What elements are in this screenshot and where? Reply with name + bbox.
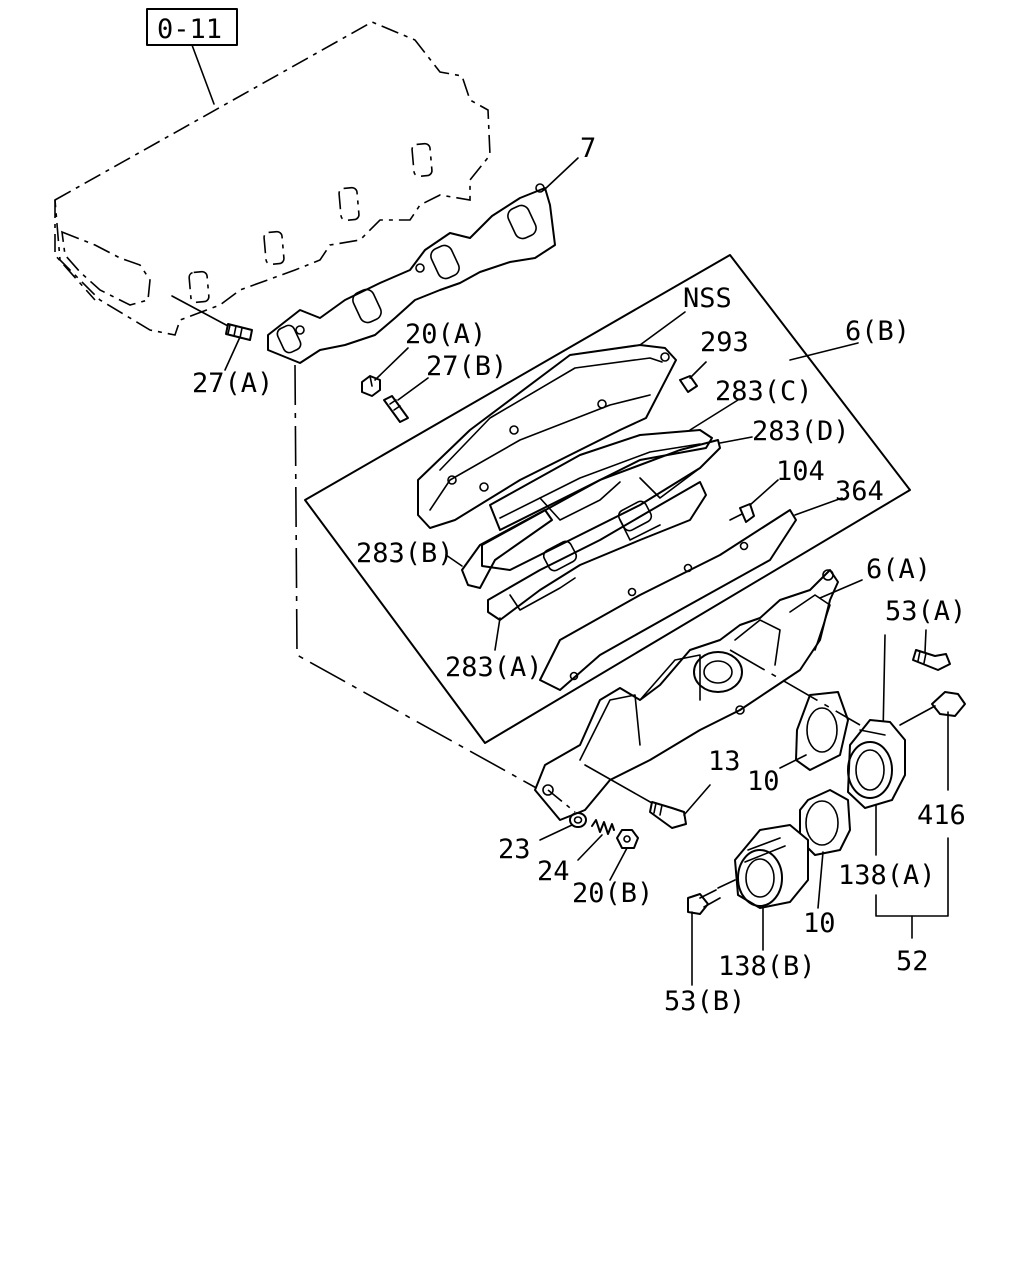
leader-364 — [794, 497, 843, 516]
heat-shield-upper-nss[interactable] — [417, 344, 677, 529]
exhaust-manifold-6a[interactable] — [534, 569, 839, 821]
label-283a: 283(A) — [445, 652, 543, 683]
leader-0-11 — [191, 44, 215, 105]
nut-20a[interactable] — [361, 375, 381, 397]
label-283c: 283(C) — [715, 376, 813, 407]
sensor-416[interactable] — [899, 691, 966, 726]
leader-283b — [445, 554, 463, 567]
label-53a: 53(A) — [885, 596, 966, 627]
bolt-13[interactable] — [584, 764, 687, 829]
nut-20b[interactable] — [616, 829, 639, 849]
label-20b: 20(B) — [572, 878, 653, 909]
label-20a: 20(A) — [405, 319, 486, 350]
leader-24 — [577, 834, 603, 861]
leader-7 — [543, 157, 579, 191]
reference-box-label: 0-11 — [157, 14, 222, 45]
label-nss: NSS — [683, 283, 732, 314]
outlet-center-line — [729, 649, 861, 726]
label-52: 52 — [896, 946, 929, 977]
leader-13 — [683, 784, 711, 816]
stud-27b[interactable] — [383, 395, 409, 423]
leader-10a — [779, 754, 807, 769]
label-7: 7 — [580, 133, 596, 164]
leader-283a — [494, 617, 501, 651]
spring-washer-24[interactable] — [591, 819, 615, 835]
gasket-10-upper[interactable] — [795, 691, 849, 771]
pipe-138b[interactable] — [734, 824, 809, 909]
label-138a: 138(A) — [838, 860, 936, 891]
leader-283c — [689, 399, 739, 431]
leader-293 — [689, 361, 707, 379]
bolt-104[interactable] — [729, 503, 755, 523]
bolt-293[interactable] — [679, 375, 698, 393]
label-27a: 27(A) — [192, 368, 273, 399]
leader-27b — [397, 377, 429, 401]
label-10a: 10 — [747, 766, 780, 797]
leader-10b — [817, 851, 824, 909]
label-293: 293 — [700, 327, 749, 358]
bolt-53b[interactable] — [687, 879, 736, 915]
label-283d: 283(D) — [752, 416, 850, 447]
label-6a: 6(A) — [866, 554, 931, 585]
exhaust-gasket-7[interactable] — [267, 183, 556, 364]
pipe-138a[interactable] — [847, 719, 906, 809]
leader-6b — [789, 342, 859, 361]
alignment-line — [294, 364, 541, 791]
leader-53a-bracket — [882, 634, 886, 736]
heat-shield-283a[interactable] — [487, 481, 707, 621]
label-10b: 10 — [803, 908, 836, 939]
leader-27a — [224, 336, 241, 371]
leader-20b — [609, 847, 628, 881]
leader-20a — [374, 347, 409, 381]
washer-alignment-line — [547, 789, 576, 813]
leader-104 — [749, 479, 779, 506]
gasket-364[interactable] — [539, 509, 797, 691]
leader-283d — [719, 436, 753, 444]
leader-6a — [819, 579, 863, 599]
label-364: 364 — [835, 476, 884, 507]
reference-box-0-11[interactable]: 0-11 — [146, 8, 238, 46]
label-53b: 53(B) — [664, 986, 745, 1017]
label-24: 24 — [537, 856, 570, 887]
label-27b: 27(B) — [426, 351, 507, 382]
leader-23 — [539, 824, 573, 841]
stud-27a[interactable] — [171, 295, 253, 341]
bolt-53a[interactable] — [912, 649, 951, 671]
leader-nss — [639, 311, 686, 346]
cylinder-head-outline — [54, 21, 491, 336]
heat-shield-283d[interactable] — [481, 439, 721, 571]
label-13: 13 — [708, 746, 741, 777]
heat-shield-283b[interactable] — [461, 509, 553, 589]
label-6b: 6(B) — [845, 316, 910, 347]
leader-53a — [924, 629, 927, 653]
label-138b: 138(B) — [718, 951, 816, 982]
label-283b: 283(B) — [356, 538, 454, 569]
gasket-10-lower[interactable] — [799, 789, 851, 856]
label-104: 104 — [776, 456, 825, 487]
washer-23[interactable] — [569, 812, 587, 828]
label-23: 23 — [498, 834, 531, 865]
label-416: 416 — [917, 800, 966, 831]
assembly-box-6b — [304, 254, 911, 744]
